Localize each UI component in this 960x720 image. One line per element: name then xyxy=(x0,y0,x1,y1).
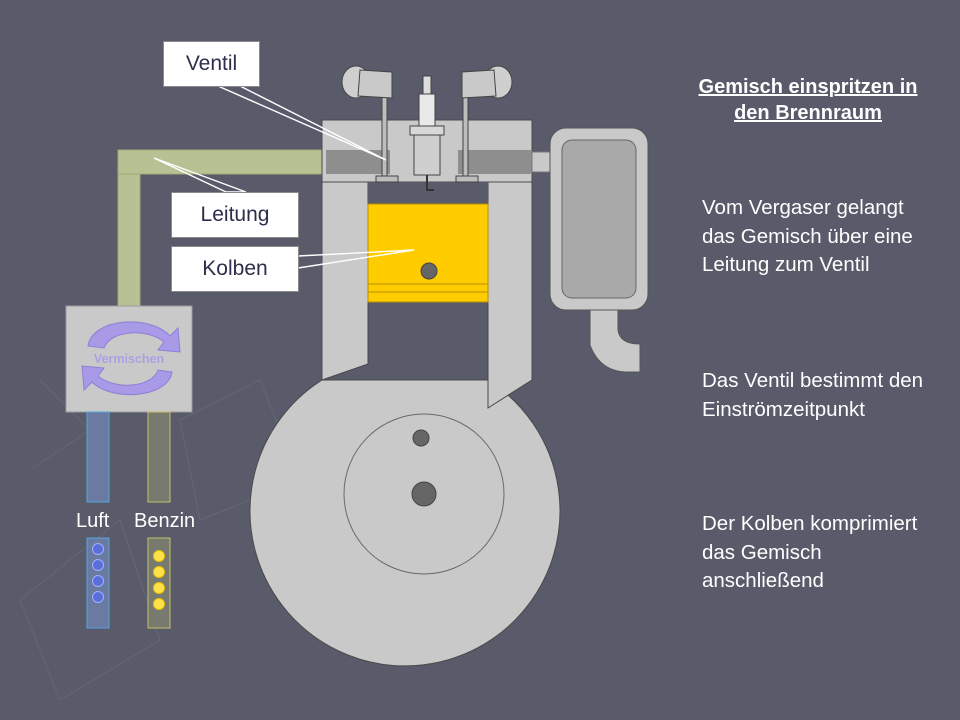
spark-plug-icon xyxy=(409,75,445,191)
crank-axle xyxy=(411,481,437,507)
combustion-chamber xyxy=(368,182,488,204)
fuel-particles xyxy=(153,550,165,610)
info-paragraph-3: Der Kolben komprimiert das Gemisch ansch… xyxy=(702,512,918,593)
air-particles xyxy=(92,543,104,603)
feed-pipe xyxy=(117,149,327,311)
piston xyxy=(367,203,489,303)
source-label-fuel: Benzin xyxy=(134,510,196,532)
info-title: Gemisch einspritzen in den Brennraum xyxy=(698,76,918,124)
callout-ventil: Ventil xyxy=(163,41,260,87)
outlet-channel xyxy=(458,150,532,174)
outlet-pipe xyxy=(531,151,553,173)
source-label-air: Luft xyxy=(76,510,110,532)
mixer-label: Vermischen xyxy=(93,352,165,366)
mixer-box xyxy=(65,305,193,413)
mix-arrow-bottom-icon xyxy=(81,365,173,396)
radiator xyxy=(549,127,649,373)
valve-left-icon xyxy=(341,65,399,183)
valve-right-icon xyxy=(455,65,513,183)
callout-leitung: Leitung xyxy=(171,192,299,238)
mix-arrow-top-icon xyxy=(87,321,181,353)
crank-pin xyxy=(412,429,430,447)
piston-pin xyxy=(420,262,438,280)
callout-kolben: Kolben xyxy=(171,246,299,292)
fuel-tube-upper xyxy=(147,411,171,503)
crankcase xyxy=(249,379,561,667)
info-paragraph-1: Vom Vergaser gelangt das Gemisch über ei… xyxy=(702,196,913,277)
air-tube-upper xyxy=(86,411,110,503)
info-paragraph-2: Das Ventil bestimmt den Einströmzeitpunk… xyxy=(702,369,924,421)
inlet-channel xyxy=(326,150,390,174)
